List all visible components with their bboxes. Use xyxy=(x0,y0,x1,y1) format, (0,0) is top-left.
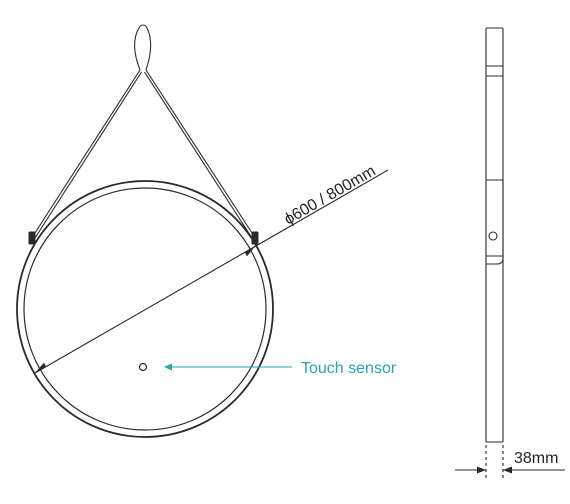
callout-arrow xyxy=(164,363,172,371)
strap-right xyxy=(145,69,255,237)
side-sensor xyxy=(488,231,498,241)
mirror-inner-rim xyxy=(23,187,267,431)
touch-sensor-label: Touch sensor xyxy=(301,360,397,377)
hanging-strap xyxy=(32,24,255,239)
strap-left xyxy=(32,69,141,237)
side-profile xyxy=(485,27,504,443)
diameter-arrow-end xyxy=(244,245,256,257)
front-view xyxy=(16,24,389,438)
diameter-label: ϕ600 / 800mm xyxy=(282,163,379,229)
strap-loop xyxy=(134,24,152,71)
depth-arrow-left xyxy=(477,466,486,474)
diameter-arrow-start xyxy=(34,362,47,374)
touch-sensor-callout: Touch sensor xyxy=(164,360,397,377)
left-buckle xyxy=(28,231,36,245)
diameter-dimension-line xyxy=(34,169,389,374)
depth-label: 38mm xyxy=(514,450,558,467)
touch-sensor-button xyxy=(138,362,148,372)
mirror-outer-rim xyxy=(16,180,274,438)
strap-left-inner xyxy=(34,71,142,239)
side-view xyxy=(455,27,565,478)
depth-arrow-right xyxy=(503,466,512,474)
strap-right-inner xyxy=(144,71,253,239)
side-strap-bracket xyxy=(486,179,504,265)
